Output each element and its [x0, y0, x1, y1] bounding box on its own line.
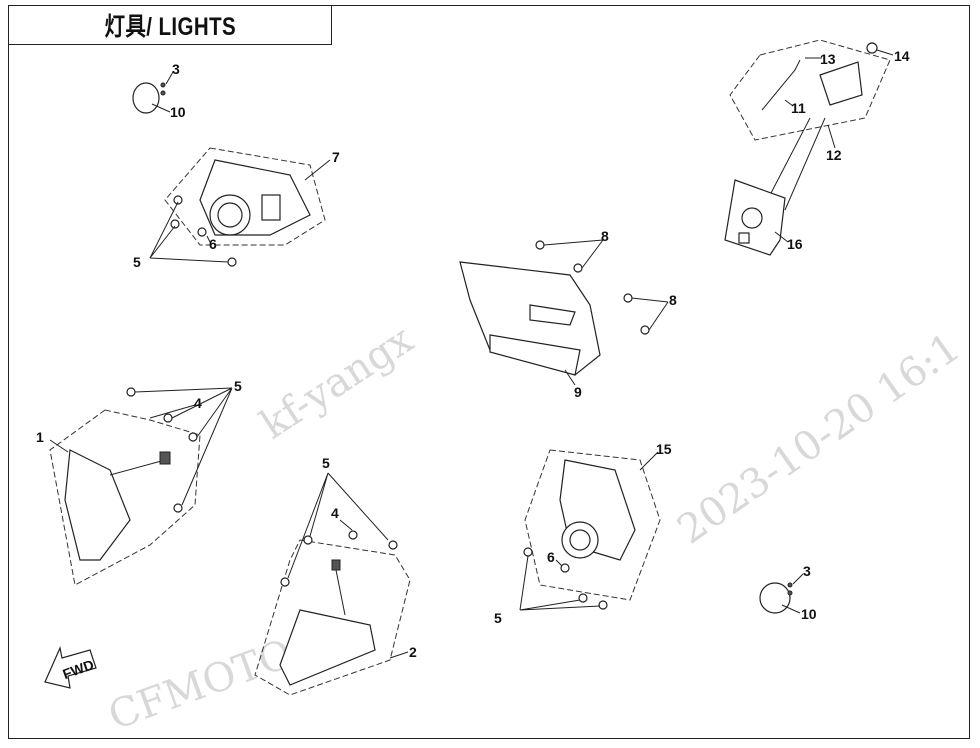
turn-signal-1 — [49, 387, 233, 586]
callout-11: 11 — [791, 100, 806, 116]
diagram-frame — [8, 5, 970, 739]
callout-5: 5 — [234, 378, 242, 394]
reflector-bottom-right — [759, 573, 804, 614]
reflector-top-left — [132, 71, 174, 114]
callout-5: 5 — [322, 455, 330, 471]
license-light-group — [724, 39, 894, 256]
callout-6: 6 — [547, 549, 555, 565]
callout-labels: 3 10 7 5 6 8 8 9 13 14 11 12 16 5 4 1 5 … — [36, 48, 910, 660]
callout-4: 4 — [331, 505, 339, 521]
watermark-user: kf-yangx — [252, 316, 421, 448]
callout-9: 9 — [574, 384, 582, 400]
callout-5: 5 — [494, 610, 502, 626]
headlight-assembly-7 — [149, 147, 331, 267]
headlight-assembly-15 — [519, 449, 661, 611]
callout-10: 10 — [801, 606, 817, 622]
turn-signal-2 — [254, 472, 411, 696]
callout-10: 10 — [170, 104, 186, 120]
callout-8: 8 — [601, 228, 609, 244]
callout-12: 12 — [826, 147, 842, 163]
callout-6: 6 — [209, 236, 217, 252]
callout-16: 16 — [787, 236, 803, 252]
callout-15: 15 — [656, 441, 672, 457]
callout-13: 13 — [820, 51, 836, 67]
watermark-date: 2023-10-20 16:1 — [669, 324, 968, 553]
callout-7: 7 — [332, 149, 340, 165]
title-box: 灯具/ LIGHTS — [8, 5, 332, 45]
fwd-arrow-icon: FWD — [44, 646, 97, 689]
watermark: kf-yangx CFMOTO 2023-10-20 16:1 — [103, 316, 969, 739]
callout-1: 1 — [36, 429, 44, 445]
callout-8: 8 — [669, 292, 677, 308]
callout-4: 4 — [194, 395, 202, 411]
callout-5: 5 — [133, 254, 141, 270]
callout-3: 3 — [803, 563, 811, 579]
callout-14: 14 — [894, 48, 910, 64]
callout-3: 3 — [172, 61, 180, 77]
page-title: 灯具/ LIGHTS — [104, 13, 236, 41]
callout-2: 2 — [409, 644, 417, 660]
light-bracket-9 — [459, 239, 669, 386]
watermark-brand: CFMOTO — [103, 631, 299, 740]
